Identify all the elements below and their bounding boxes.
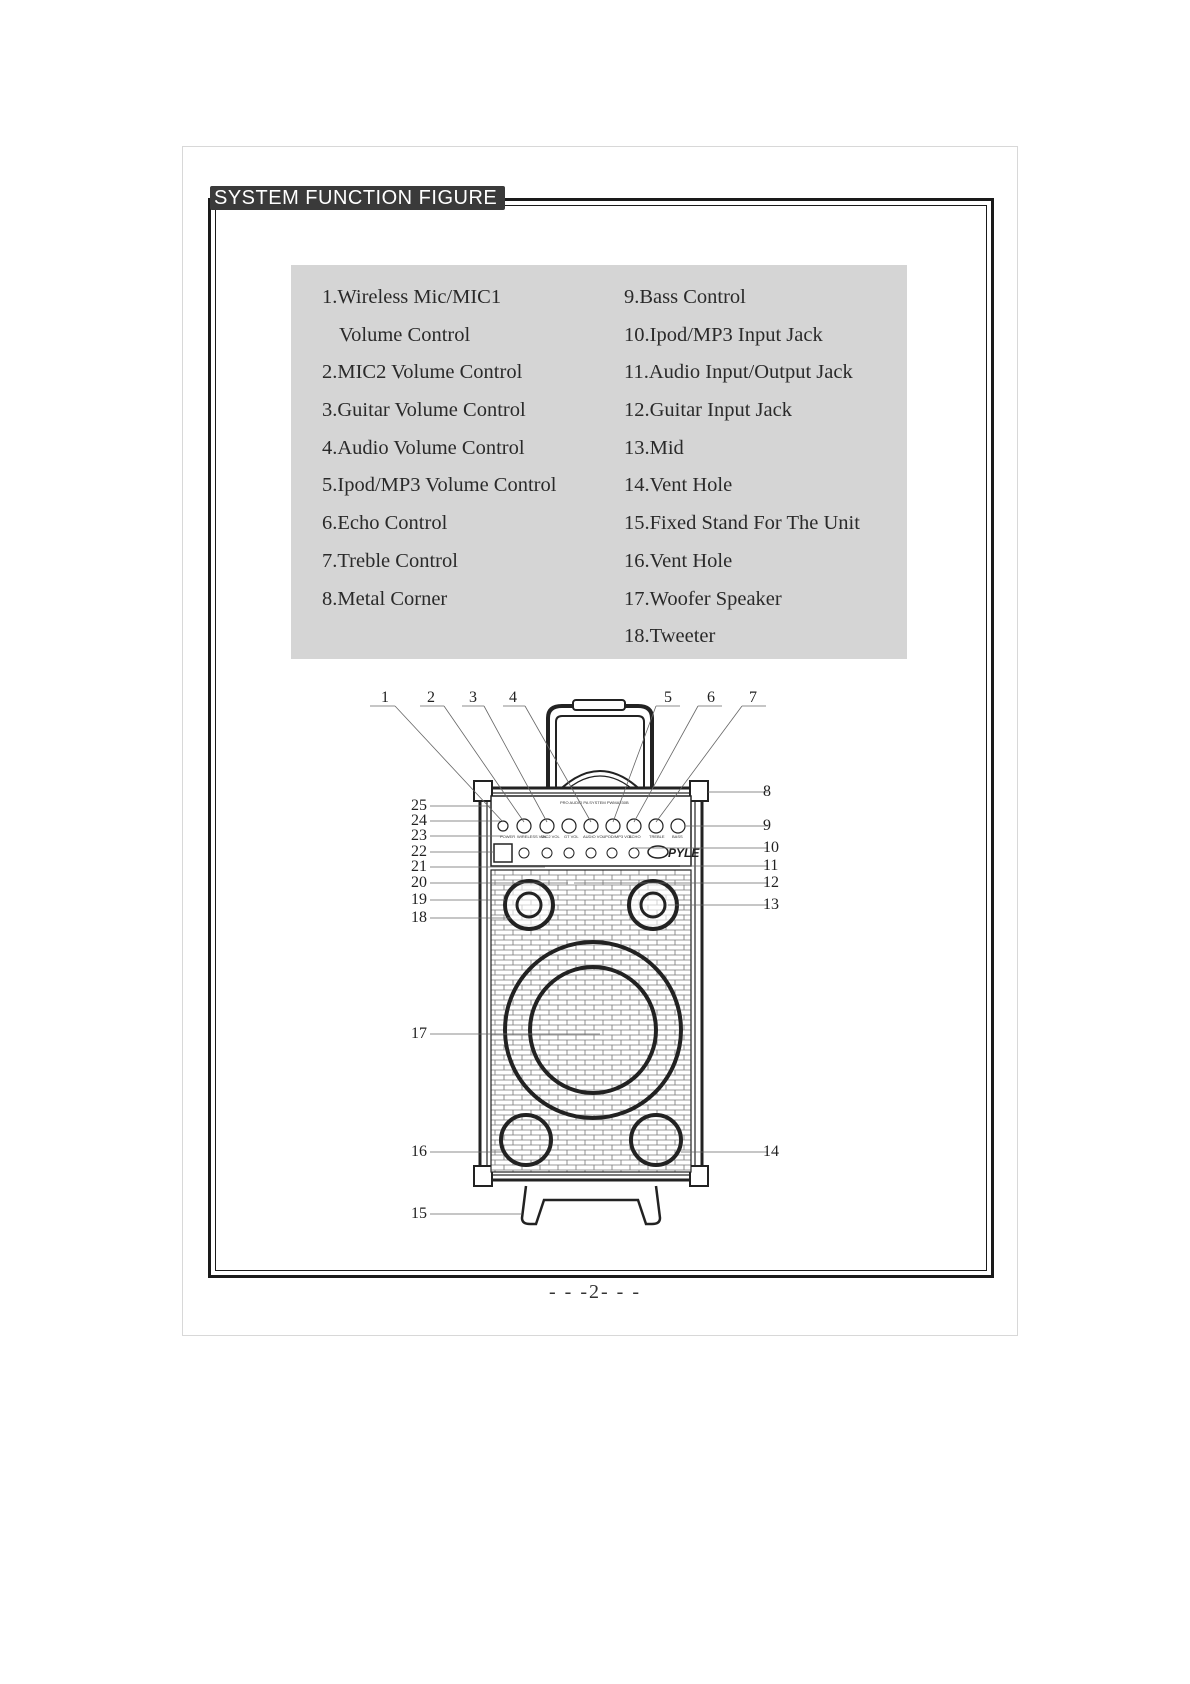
leader-lines [370,705,768,1215]
tweeters [503,879,679,931]
callout-number: 14 [763,1143,779,1160]
audio-vol-knob [583,818,599,834]
power-switch [493,843,513,863]
legend-item: 8.Metal Corner [322,587,448,610]
trolley-handle [546,699,654,801]
knob-label: POWER [500,834,515,839]
brand-logo-text: PYLE [668,846,700,860]
callout-number: 21 [411,858,427,875]
callout-number: 24 [411,812,427,829]
callout-number: 4 [509,689,517,706]
legend-item: 12.Guitar Input Jack [624,399,792,422]
callout-number: 5 [664,689,672,706]
callout-number: 9 [763,817,771,834]
figure-border-inner [215,205,987,1271]
legend-item: 7.Treble Control [322,549,458,572]
callout-numbers: 1 2 3 4 5 6 7 8 9 10 11 12 13 14 25 24 2… [381,689,779,1222]
led-knob [497,820,509,832]
callout-number: 8 [763,783,771,800]
legend-item: 14.Vent Hole [624,474,733,497]
jack [563,847,575,859]
legend-item: 16.Vent Hole [624,549,733,572]
legend-item: 5.Ipod/MP3 Volume Control [322,474,557,497]
legend-item: 10.Ipod/MP3 Input Jack [624,323,823,346]
callout-number: 15 [411,1205,427,1222]
legend-item: 17.Woofer Speaker [624,587,782,610]
brand-logo-icon [647,845,669,859]
callout-number: 13 [763,896,779,913]
callout-number: 18 [411,909,427,926]
knob-label: BASS [672,834,683,839]
legend-item: 3.Guitar Volume Control [322,399,526,422]
woofer [503,940,683,1120]
fixed-stand [520,1185,662,1226]
section-title: SYSTEM FUNCTION FIGURE [210,186,506,210]
legend-item: 11.Audio Input/Output Jack [624,361,853,384]
callout-number: 25 [411,797,427,814]
callout-number: 17 [411,1025,427,1042]
legend-item: 18.Tweeter [624,625,716,648]
jack [606,847,618,859]
knob-label: IPOD/MP3 VOL [604,834,633,839]
knob-label: WIRELESS VOL [517,834,548,839]
jack [628,847,640,859]
knob-label: TREBLE [649,834,665,839]
legend-panel: 1.Wireless Mic/MIC1 Volume Control 2.MIC… [291,265,907,659]
wireless-vol-knob [516,818,532,834]
bass-knob [670,818,686,834]
callout-number: 19 [411,891,427,908]
callout-number: 23 [411,827,427,844]
legend-item: 4.Audio Volume Control [322,436,525,459]
knob-label: AUDIO VOL [583,834,606,839]
legend-item: 9.Bass Control [624,286,746,308]
legend-item: 13.Mid [624,436,684,459]
legend-item: 6.Echo Control [322,512,448,535]
legend-left-column: 1.Wireless Mic/MIC1 Volume Control 2.MIC… [322,279,556,618]
control-panel: PRO AUDIO PA SYSTEM PWMA230B POWER WIREL… [490,795,700,867]
callout-number: 20 [411,874,427,891]
legend-item: Volume Control [339,323,471,346]
callout-number: 3 [469,689,477,706]
knob-label: MIC2 VOL [541,834,560,839]
legend-item: 2.MIC2 Volume Control [322,361,523,384]
legend-item: 15.Fixed Stand For The Unit [624,512,860,535]
echo-knob [626,818,642,834]
callout-number: 1 [381,689,389,706]
callout-number: 10 [763,839,779,856]
callout-number: 11 [763,857,778,874]
callout-number: 6 [707,689,715,706]
knob-label: ECHO [629,834,641,839]
knob-label: GT VOL [564,834,579,839]
page-frame [182,146,1018,1336]
callout-number: 7 [749,689,757,706]
ipod-vol-knob [605,818,621,834]
knob-labels: POWER WIRELESS VOL MIC2 VOL GT VOL AUDIO… [500,834,683,839]
jack [518,847,530,859]
jack [541,847,553,859]
jack [585,847,597,859]
callout-number: 2 [427,689,435,706]
control-knobs [497,818,686,834]
callout-number: 16 [411,1143,427,1160]
figure-border-outer [208,198,994,1278]
input-jacks [518,847,640,859]
callout-number: 12 [763,874,779,891]
callout-number: 22 [411,843,427,860]
treble-knob [648,818,664,834]
guitar-vol-knob [561,818,577,834]
vent-holes [499,1113,683,1167]
legend-item: 1.Wireless Mic/MIC1 [322,286,502,308]
page-number: - - -2- - - [549,1281,641,1303]
legend-right-column: 9.Bass Control 10.Ipod/MP3 Input Jack 11… [624,279,860,656]
metal-corners [473,780,709,1187]
mic2-vol-knob [539,818,555,834]
panel-title-text: PRO AUDIO PA SYSTEM PWMA230B [560,800,629,805]
